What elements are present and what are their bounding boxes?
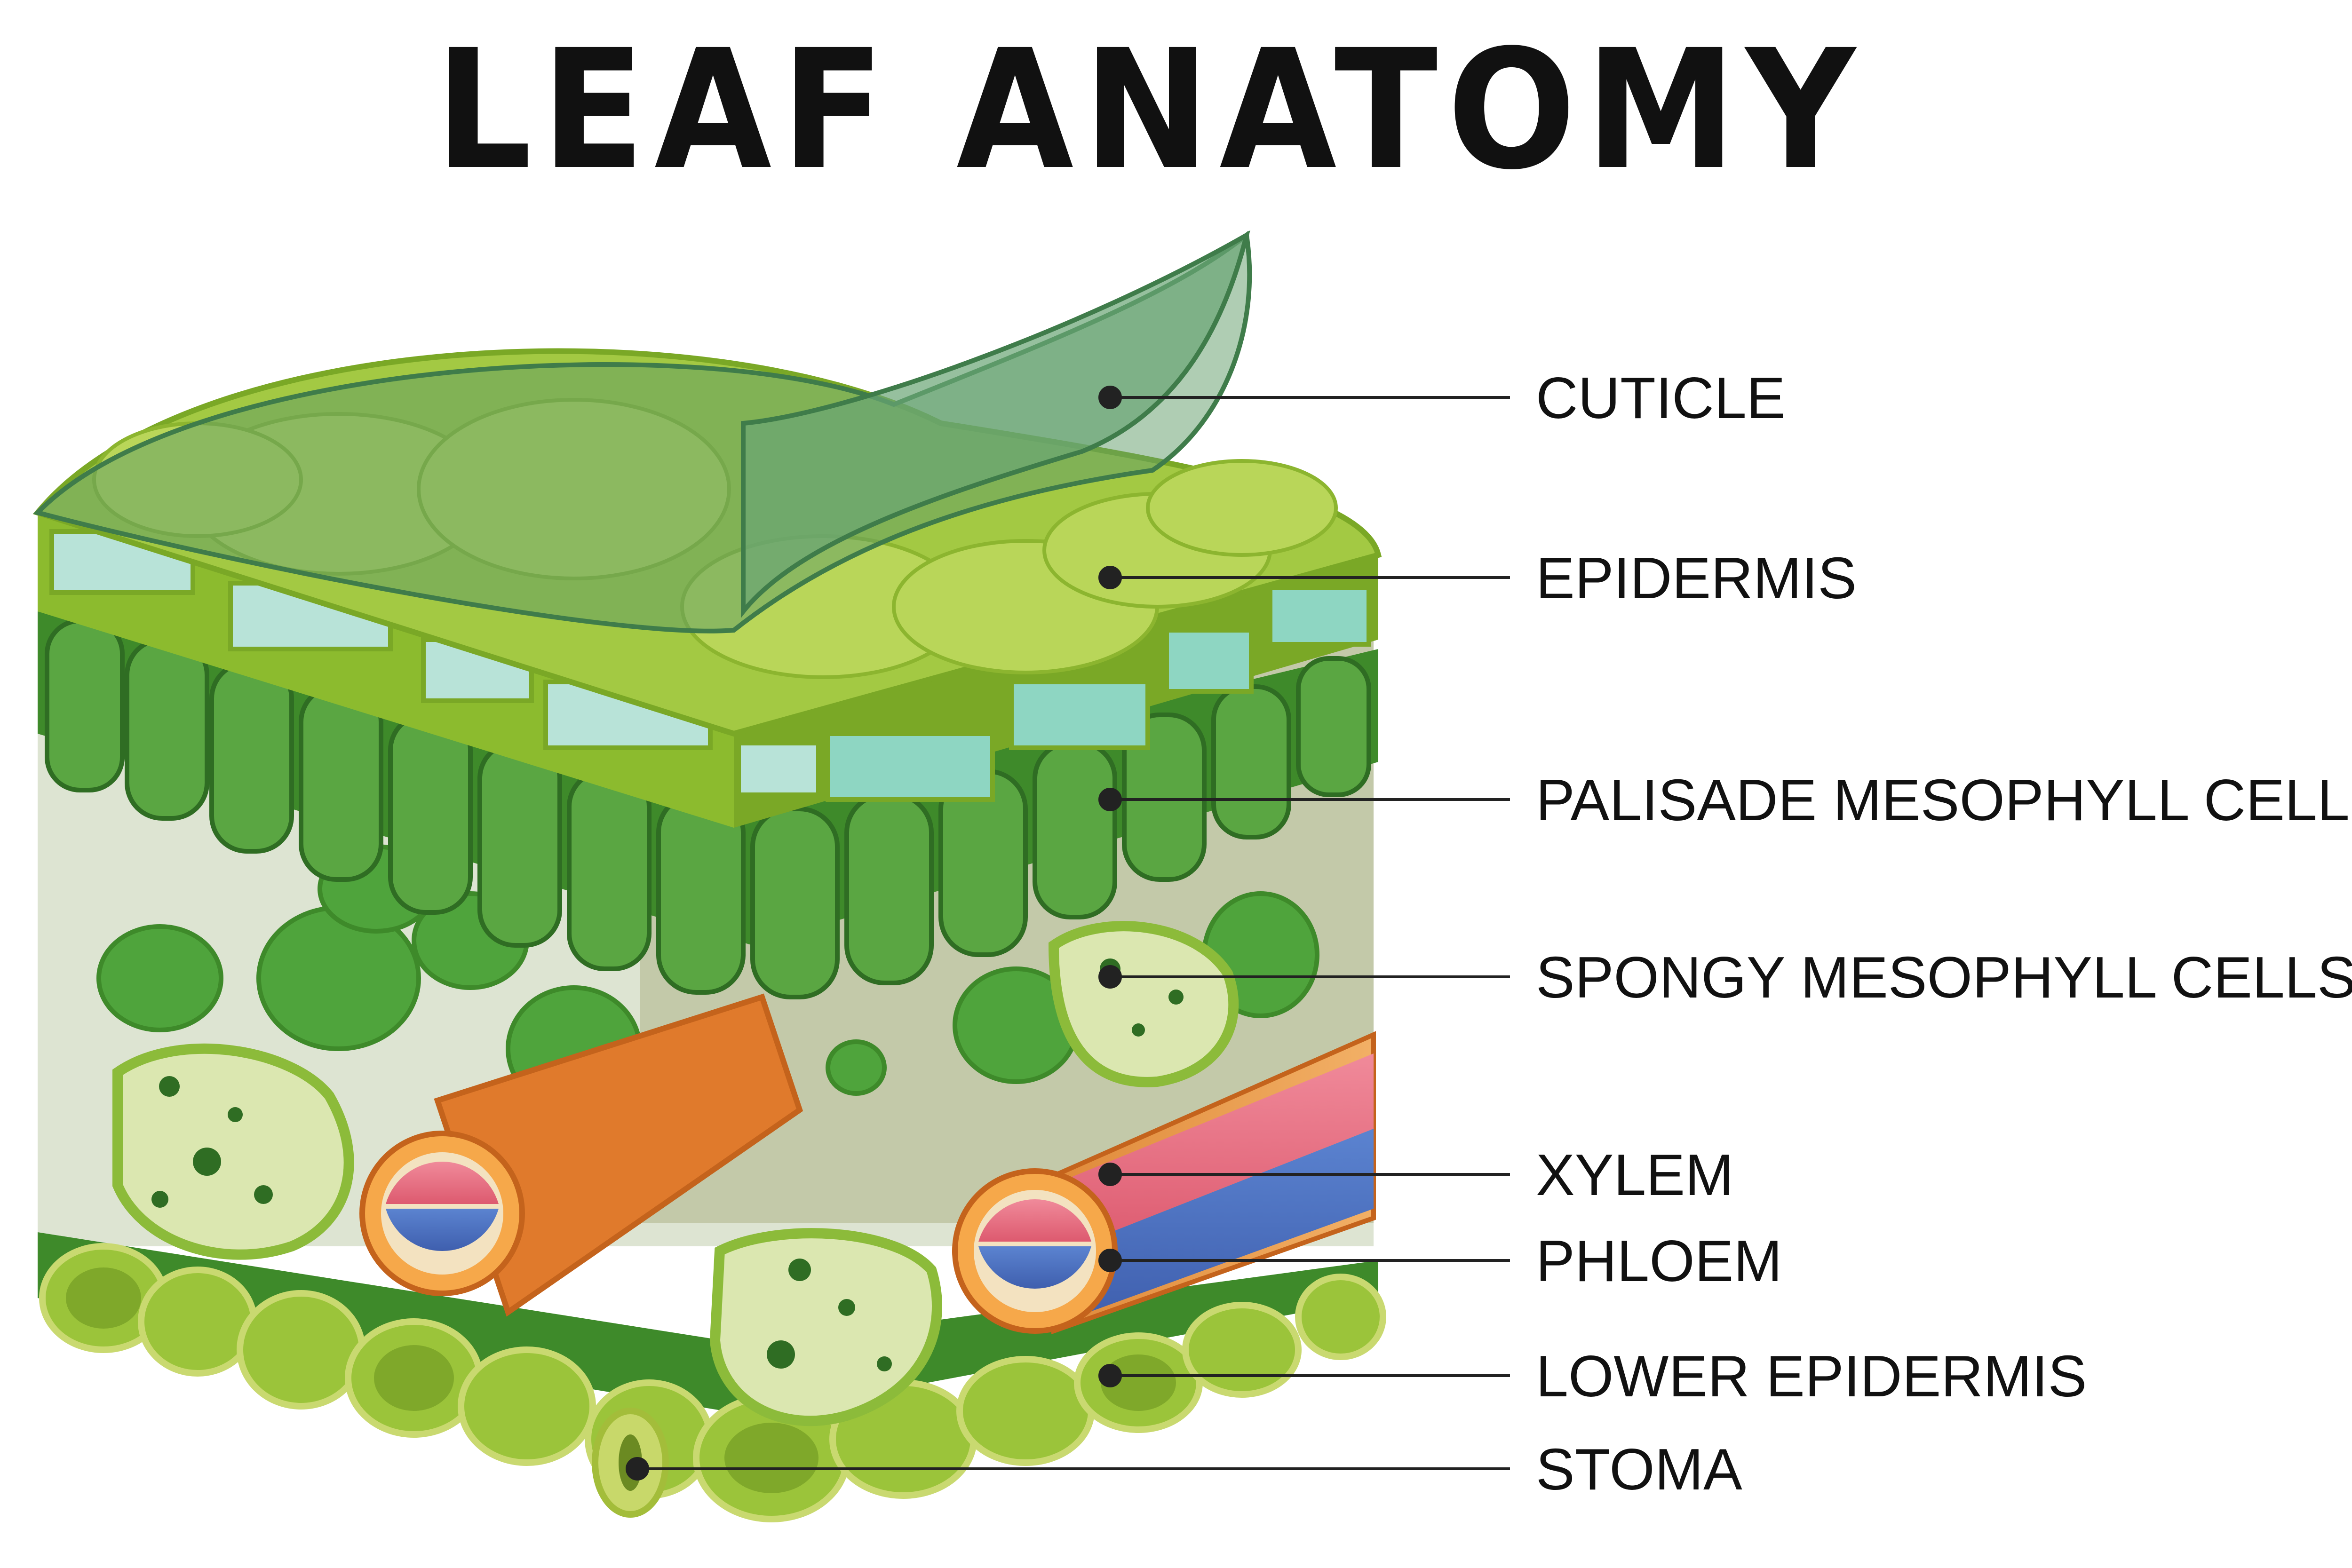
cuticle-pointer-dot	[1098, 386, 1122, 409]
lower-epidermis-pointer-dot	[1098, 1364, 1122, 1387]
leader-lines	[626, 386, 1510, 1481]
label-spongy-mesophyll: SPONGY MESOPHYLL CELLS	[1536, 945, 2352, 1010]
phloem-strand	[1063, 1129, 1374, 1322]
xylem-pointer-dot	[1098, 1163, 1122, 1186]
epidermis-pointer-dot	[1098, 566, 1122, 589]
spongy-cut-cells	[112, 921, 1239, 1426]
xylem-strand	[1063, 1053, 1374, 1251]
vascular-bundle-left	[359, 993, 803, 1317]
label-xylem: XYLEM	[1536, 1143, 1734, 1208]
phloem-pointer-dot	[1098, 1249, 1122, 1272]
label-epidermis: EPIDERMIS	[1536, 546, 1857, 611]
page-title: LEAF ANATOMY	[435, 14, 1865, 206]
label-cuticle: CUTICLE	[1536, 366, 1786, 431]
label-palisade-mesophyll: PALISADE MESOPHYLL CELLS	[1536, 768, 2352, 833]
stoma-pointer-dot	[626, 1457, 649, 1481]
vascular-bundle-right	[952, 1031, 1376, 1335]
spongy-pointer-dot	[1098, 965, 1122, 989]
cuticle-sheet	[33, 230, 1252, 634]
label-lower-epidermis: LOWER EPIDERMIS	[1536, 1344, 2087, 1409]
label-phloem: PHLOEM	[1536, 1229, 1782, 1294]
palisade-pointer-dot	[1098, 788, 1122, 811]
palisade-mesophyll-layer	[38, 611, 1378, 999]
label-stoma: STOMA	[1536, 1437, 1742, 1502]
